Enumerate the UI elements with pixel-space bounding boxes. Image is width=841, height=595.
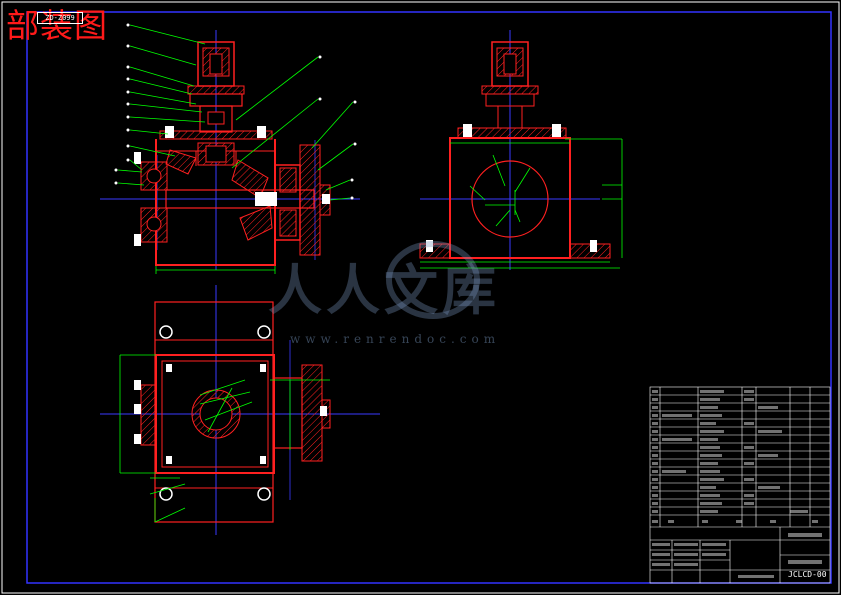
drawing-number: JCLCD-00 — [788, 570, 827, 579]
drawing-frame — [26, 11, 832, 584]
leader-callouts — [117, 24, 354, 201]
drawing-stamp: ZD-Z099 — [37, 12, 83, 24]
title-block — [649, 386, 831, 584]
front-view — [100, 30, 360, 274]
side-view — [419, 30, 623, 270]
top-view — [100, 285, 380, 535]
parts-list-text — [652, 390, 822, 578]
balloon-markers — [114, 23, 357, 200]
